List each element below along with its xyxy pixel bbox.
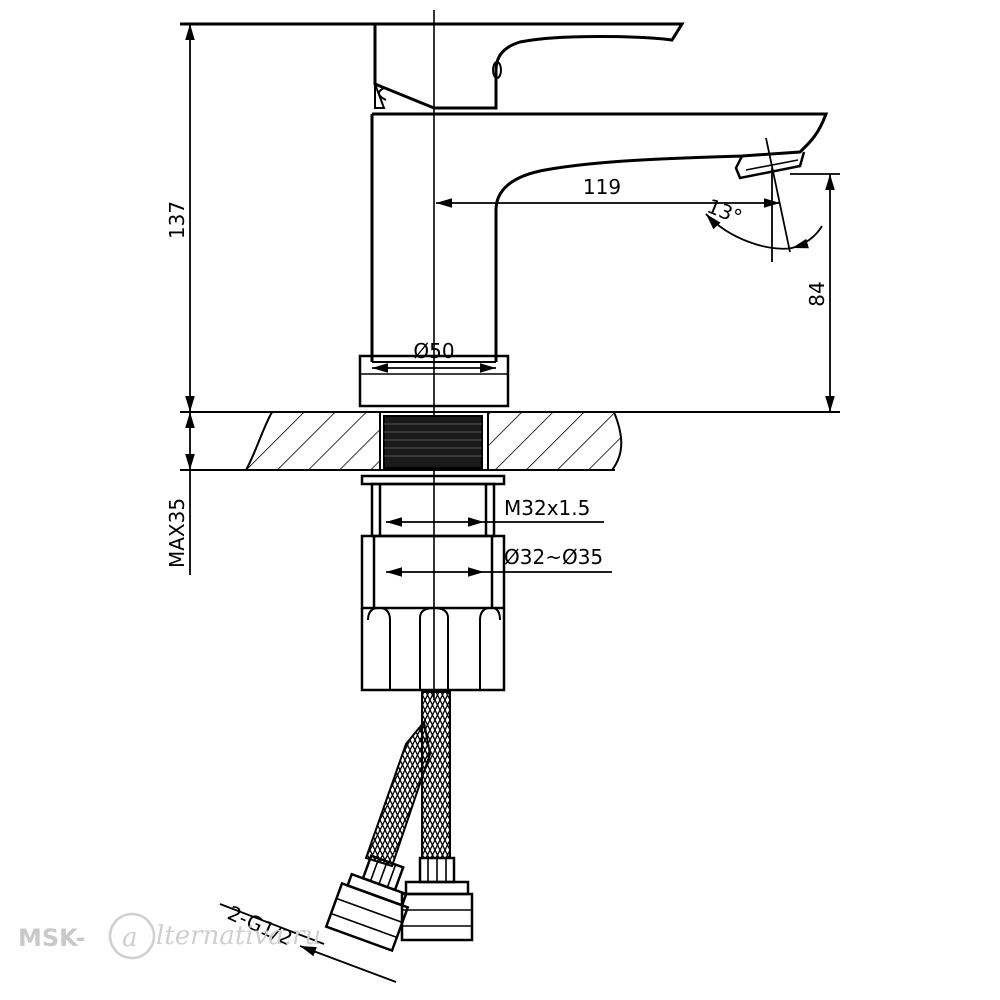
dim-label-spout-reach: 119: [583, 175, 621, 199]
flexible-hoses: [364, 691, 451, 868]
dim-label-thread: M32x1.5: [504, 496, 590, 520]
watermark-logo: MSK- a lternativa.ru: [18, 912, 321, 960]
dim-label-deck-thickness: MAX35: [165, 498, 189, 568]
watermark-script: lternativa.ru: [156, 921, 321, 951]
faucet-body: [180, 22, 829, 408]
dim-label-height-total: 137: [165, 201, 189, 239]
dim-spout-angle: [705, 137, 823, 262]
dim-label-spout-angle: 13°: [704, 194, 746, 230]
aerator: [734, 151, 806, 180]
faucet-spout: [372, 112, 829, 211]
dim-label-hole-diameter: Ø32~Ø35: [504, 545, 603, 569]
faucet-handle: [180, 22, 685, 110]
base-ring: [358, 354, 510, 408]
dim-hose-connection: [219, 903, 397, 983]
dim-label-base-diameter: Ø50: [413, 339, 454, 363]
watermark-at-glyph: a: [122, 923, 138, 953]
hose-fitting-angled: [324, 854, 410, 953]
threaded-shank: [383, 415, 483, 469]
dim-spout-height: [790, 173, 840, 412]
watermark-prefix: MSK-: [18, 924, 86, 952]
dim-label-spout-height: 84: [805, 281, 829, 306]
fixing-nut: [360, 474, 506, 692]
hose-fitting-straight: [400, 856, 474, 942]
countertop-section: [180, 411, 840, 471]
